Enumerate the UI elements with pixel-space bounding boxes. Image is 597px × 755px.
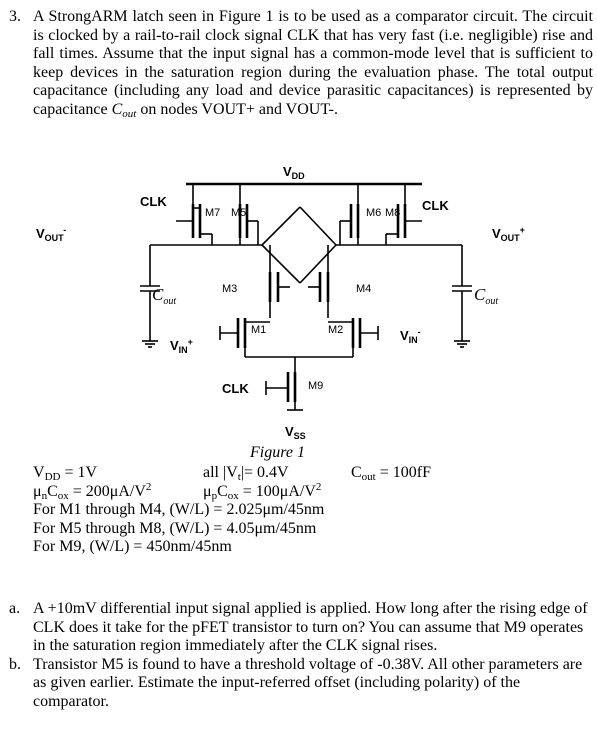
m6-label: M6 (366, 207, 381, 219)
m4-label: M4 (356, 283, 371, 295)
vdd-label: VDD (283, 164, 305, 181)
intro-text-1: A StrongARM latch seen in Figure 1 is to… (33, 8, 593, 118)
problem-number: 3. (9, 8, 21, 25)
m5-label: M5 (231, 207, 246, 219)
transistor-m7 (176, 204, 212, 238)
cout-right (452, 245, 472, 348)
intro-text-4: . (333, 100, 338, 118)
question-b-label: b. (9, 655, 21, 673)
question-b-text: Transistor M5 is found to have a thresho… (33, 655, 583, 710)
vout-plus-rest: OUT+ (212, 100, 255, 118)
transistor-m5 (238, 204, 258, 238)
m2-label: M2 (328, 324, 343, 336)
cout-right-label: Cout (474, 285, 498, 307)
param-upcox: μpCox = 100μA/V2 (203, 480, 322, 502)
vss-label: VSS (285, 424, 306, 441)
vout-plus-v: V (201, 100, 213, 118)
question-b: b. Transistor M5 is found to have a thre… (9, 656, 593, 712)
intro-text-3: and (254, 100, 286, 118)
vout-minus-label: VOUT- (36, 225, 66, 243)
m9-label: M9 (308, 380, 323, 392)
transistor-m4 (308, 272, 330, 302)
vout-minus-rest: OUT- (297, 100, 334, 118)
clk-label-left: CLK (140, 194, 167, 209)
cross-coupling (257, 206, 341, 284)
question-a: a. A +10mV differential input signal app… (9, 600, 593, 656)
param-vt: all |Vt|= 0.4V (203, 464, 289, 483)
transistor-m1 (219, 318, 270, 348)
param-cout: Cout = 100fF (351, 464, 431, 483)
param-uncox: μnCox = 200μA/V2 (33, 480, 152, 502)
vin-minus-label: VIN- (400, 327, 421, 345)
question-a-label: a. (9, 600, 21, 617)
question-list: a. A +10mV differential input signal app… (9, 600, 593, 712)
clk-label-right: CLK (422, 198, 449, 213)
cout-subscript: out (122, 107, 137, 120)
cout-left (140, 245, 160, 348)
vout-minus-v: V (285, 100, 298, 118)
vout-plus-label: VOUT+ (492, 225, 525, 243)
question-a-text: A +10mV differential input signal applie… (33, 600, 588, 655)
m3-label: M3 (222, 283, 237, 295)
transistor-m2 (328, 318, 379, 348)
param-m5-m8: For M5 through M8, (W/L) = 4.05μm/45nm (33, 519, 317, 537)
transistor-m6 (340, 204, 360, 238)
figure-caption: Figure 1 (250, 444, 305, 461)
m7-label: M7 (205, 207, 220, 219)
strongarm-latch-schematic: VDD (36, 164, 525, 441)
transistor-m9 (265, 372, 297, 402)
intro-text-2: on nodes (136, 100, 202, 118)
m1-label: M1 (251, 324, 266, 336)
transistor-m8 (386, 204, 422, 238)
param-m1-m4: For M1 through M4, (W/L) = 2.025μm/45nm (33, 501, 325, 519)
problem-intro: A StrongARM latch seen in Figure 1 is to… (33, 8, 593, 120)
param-vdd: VDD = 1V (33, 464, 98, 483)
vin-plus-label: VIN+ (170, 337, 193, 355)
cout-left-label: Cout (152, 285, 176, 307)
cout-symbol: C (111, 100, 123, 118)
clk-label-tail: CLK (222, 381, 249, 396)
param-m9: For M9, (W/L) = 450nm/45nm (33, 538, 232, 556)
m8-label: M8 (385, 207, 400, 219)
transistor-m3 (268, 272, 290, 302)
